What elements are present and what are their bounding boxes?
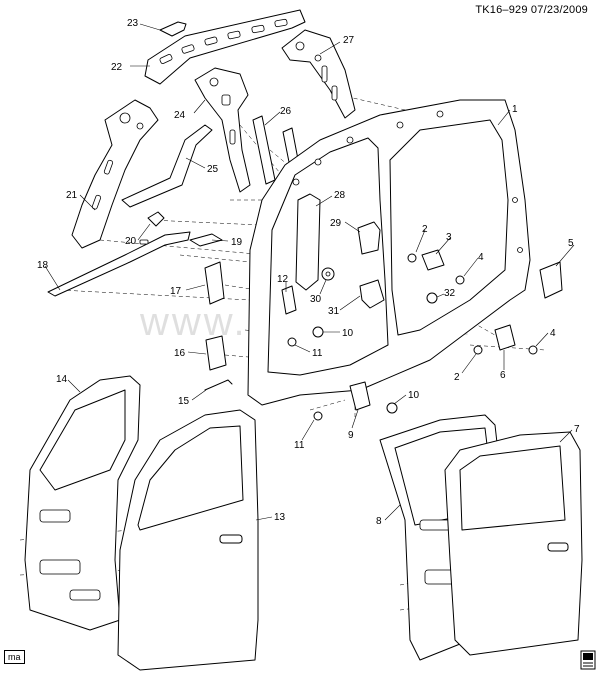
part-29-bracket: [357, 221, 381, 255]
callout-8: 8: [376, 516, 382, 527]
part-3-upper-hinge: [421, 249, 445, 271]
callout-21: 21: [66, 190, 78, 201]
part-11-bolt-upper: [287, 337, 297, 347]
part-27-rear-upper-pillar: [281, 29, 356, 119]
callout-7: 7: [574, 424, 580, 435]
callout-27: 27: [343, 35, 355, 46]
callout-6: 6: [500, 370, 506, 381]
part-9-lower-hinge: [349, 381, 371, 411]
callout-13: 13: [274, 512, 286, 523]
part-4-nut-upper: [455, 275, 465, 285]
part-12-striker-bracket: [281, 285, 297, 315]
callout-18: 18: [37, 260, 49, 271]
part-2-bolt-upper: [407, 253, 417, 263]
part-26-reinforcement-strip: [252, 115, 276, 185]
callout-19: 19: [231, 237, 243, 248]
part-20-clip: [147, 211, 165, 227]
part-32-plug: [426, 292, 438, 304]
part-18-rocker-rail: [47, 231, 191, 297]
part-25-rail-reinforcement: [121, 124, 213, 208]
callout-11-lower: 11: [294, 440, 305, 451]
part-31-hinge-bracket: [359, 279, 385, 309]
callout-17: 17: [170, 286, 182, 297]
callout-10-upper: 10: [342, 328, 354, 339]
callout-30: 30: [310, 294, 322, 305]
callout-leaders: [44, 23, 575, 521]
part-17-upper-front-hinge: [204, 261, 225, 305]
callout-labels: 23 22 27 24 26 25 21 20 19 18 1 28 29 2 …: [37, 18, 580, 527]
callout-2-lower: 2: [454, 372, 460, 383]
callout-28: 28: [334, 190, 346, 201]
callout-4-upper: 4: [478, 252, 484, 263]
callout-16: 16: [174, 348, 186, 359]
part-21-a-pillar-inner: [71, 99, 159, 249]
part-11-bolt-lower: [313, 411, 323, 421]
callout-2-upper: 2: [422, 224, 428, 235]
callout-24: 24: [174, 110, 186, 121]
callout-15: 15: [178, 396, 190, 407]
callout-26: 26: [280, 106, 292, 117]
part-28-b-pillar-reinforcement: [295, 193, 321, 291]
part-6-lower-hinge: [494, 324, 516, 351]
part-2-bolt-lower: [473, 345, 483, 355]
book-icon: [580, 650, 596, 670]
part-7-rear-door-outer: [444, 431, 583, 656]
callout-12: 12: [277, 274, 289, 285]
callout-31: 31: [328, 306, 340, 317]
callout-20: 20: [125, 236, 137, 247]
part-10-nut-upper: [312, 326, 324, 338]
callout-23: 23: [127, 18, 139, 29]
callout-3: 3: [446, 232, 452, 243]
part-24-b-pillar-inner: [194, 67, 251, 193]
callout-11-upper: 11: [312, 348, 323, 359]
callout-22: 22: [111, 62, 123, 73]
part-5-corner-panel: [539, 261, 563, 299]
callout-25: 25: [207, 164, 219, 175]
callout-1: 1: [512, 104, 518, 115]
part-23-bracket: [159, 21, 187, 37]
part-22-roof-header-panel: [144, 9, 306, 85]
callout-32: 32: [444, 288, 456, 299]
callout-4-lower: 4: [550, 328, 556, 339]
callout-5: 5: [568, 238, 574, 249]
callout-29: 29: [330, 218, 342, 229]
part-15-door-check: [204, 379, 233, 391]
callout-9: 9: [348, 430, 354, 441]
part-14-front-door-inner: [24, 375, 141, 631]
diagram-reference-code: TK16–929 07/23/2009: [475, 4, 588, 16]
callout-10-lower: 10: [408, 390, 420, 401]
part-19-pad: [189, 233, 223, 247]
part-10-nut-lower: [386, 402, 398, 414]
diagram-code-badge: ma: [4, 650, 25, 664]
callout-14: 14: [56, 374, 68, 385]
part-4-nut-lower: [528, 345, 538, 355]
part-16-lower-front-hinge: [205, 335, 227, 371]
part-13-front-door-outer: [117, 409, 259, 671]
